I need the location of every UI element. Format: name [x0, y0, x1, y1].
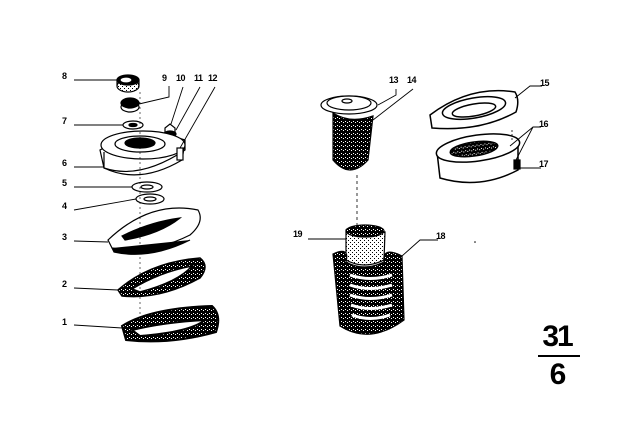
part-13-bump-stop-cap: [320, 95, 378, 115]
callout-4[interactable]: 4: [62, 201, 67, 211]
part-3-spring-seat: [107, 207, 201, 255]
part-18-protective-boot: [332, 250, 405, 335]
callout-14[interactable]: 14: [407, 75, 417, 85]
part-14-bump-stop: [332, 111, 374, 171]
callout-2[interactable]: 2: [62, 279, 67, 289]
callout-9[interactable]: 9: [162, 73, 167, 83]
callout-11[interactable]: 11: [194, 73, 203, 83]
page-number: 31 6: [532, 318, 592, 398]
callout-19[interactable]: 19: [293, 229, 303, 239]
part-6-strut-mount: [99, 130, 186, 176]
callout-12[interactable]: 12: [208, 73, 218, 83]
callout-6[interactable]: 6: [62, 158, 67, 168]
callout-8[interactable]: 8: [62, 71, 67, 81]
group-number: 31: [542, 320, 573, 353]
callout-7[interactable]: 7: [62, 116, 67, 126]
part-5-washer: [131, 181, 163, 193]
part-19-tube: [345, 224, 386, 266]
leader-lines: [73, 79, 542, 329]
callout-17[interactable]: 17: [539, 159, 549, 169]
part-17-tab: [513, 159, 521, 170]
callout-5[interactable]: 5: [62, 178, 67, 188]
sub-number: 6: [549, 358, 567, 391]
callout-16[interactable]: 16: [539, 119, 549, 129]
part-9-nut: [120, 97, 140, 113]
callout-18[interactable]: 18: [436, 231, 446, 241]
fraction-bar: [538, 355, 580, 357]
callout-13[interactable]: 13: [389, 75, 399, 85]
callout-15[interactable]: 15: [540, 78, 550, 88]
part-15-ring: [429, 89, 519, 130]
part-1-rubber-ring: [120, 304, 220, 343]
part-16-spring-seat: [435, 133, 521, 184]
callout-1[interactable]: 1: [62, 317, 67, 327]
part-8-cap: [116, 74, 140, 93]
callout-3[interactable]: 3: [62, 232, 67, 242]
callout-10[interactable]: 10: [176, 73, 186, 83]
part-2-rubber-pad: [117, 257, 206, 298]
stray-dot: [474, 241, 476, 243]
